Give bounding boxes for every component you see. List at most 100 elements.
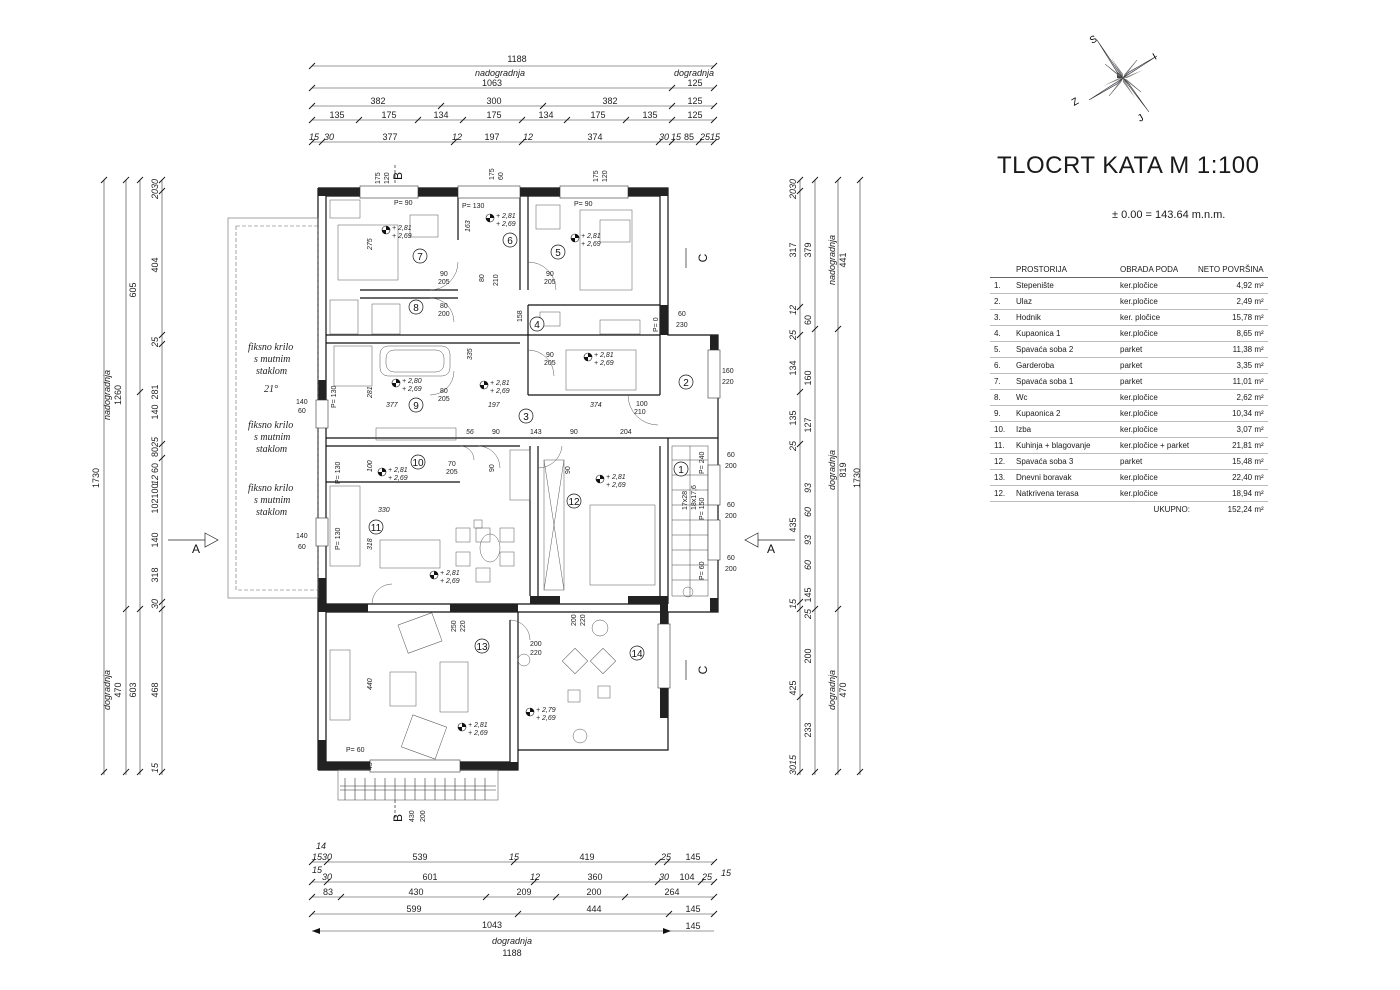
room-number: 14: [631, 649, 643, 660]
door-height: 220: [580, 614, 587, 626]
inner-dim: 90: [570, 429, 578, 436]
fixed-glass-notes: fiksno krilo s mutnim staklom 21° fiksno…: [248, 342, 293, 518]
level-upper: + 2,81: [581, 233, 601, 240]
room-numbers: 1 2 3 4 5 6 7 8 9 10 11 12 13 14: [371, 236, 689, 660]
section-b-bottom: B: [391, 814, 405, 822]
door-height: 205: [446, 469, 458, 476]
dim-right-c1: 134: [788, 360, 798, 375]
dim-top-r5: 12: [452, 132, 462, 142]
dim-top-r5: 12: [523, 132, 533, 142]
level-upper: + 2,81: [468, 722, 488, 729]
dim-bottom-r2: 15: [721, 868, 732, 878]
drawing-title: TLOCRT KATA M 1:100: [997, 152, 1260, 179]
room-number: 9: [413, 401, 419, 412]
dim-top-r4: 175: [381, 110, 396, 120]
level-lower: + 2,69: [606, 482, 626, 489]
level-lower: + 2,69: [468, 730, 488, 737]
section-a-right: A: [767, 542, 775, 556]
level-upper: + 2,79: [536, 707, 556, 714]
row-number: 7.: [990, 373, 1012, 390]
staircase: [671, 445, 709, 597]
row-net-area: 15,48 m²: [1194, 453, 1268, 470]
level-lower: + 2,69: [402, 386, 422, 393]
dim-left-c4: 140: [150, 404, 160, 419]
note-fixed-glass-1: fiksno krilo: [248, 342, 293, 353]
dim-right-c1: 135: [788, 410, 798, 425]
dim-bottom-r1: 145: [685, 852, 700, 862]
note-fixed-glass-2: staklom: [256, 444, 287, 455]
dim-top-r4: 135: [642, 110, 657, 120]
inner-dim: 45: [367, 762, 374, 770]
dim-right-c1: 160: [803, 370, 813, 385]
row-number: 1.: [990, 277, 1012, 294]
dim-right-c1: 20: [788, 189, 798, 200]
stair-step: 18x17,6: [691, 485, 698, 510]
row-net-area: 18,94 m²: [1194, 485, 1268, 502]
row-floor-finish: ker. pločice: [1116, 309, 1194, 326]
inner-dim: 377: [386, 402, 399, 409]
inner-dim: 90: [565, 466, 572, 474]
dim-bottom-r2: 25: [701, 872, 713, 882]
row-floor-finish: ker.pločice: [1116, 325, 1194, 342]
dim-bottom-r4: 145: [685, 904, 700, 914]
row-floor-finish: ker.pločice + parket: [1116, 437, 1194, 454]
dim-top-r4: 134: [433, 110, 448, 120]
window-width: 140: [296, 533, 308, 540]
dim-left-c4: 20: [150, 189, 160, 200]
row-room-name: Stepenište: [1012, 277, 1116, 294]
dim-left-c4: 281: [150, 384, 160, 399]
dim-left-c4: 30: [150, 179, 160, 189]
row-floor-finish: parket: [1116, 373, 1194, 390]
dim-bottom-r3: 83: [323, 887, 333, 897]
row-net-area: 15,78 m²: [1194, 309, 1268, 326]
level-marker: + 2,80 + 2,69: [391, 378, 422, 393]
dim-bottom-r2: 104: [679, 872, 694, 882]
row-room-name: Wc: [1012, 389, 1116, 406]
left-dimension-lines: [100, 176, 166, 776]
note-fixed-glass-1: staklom: [256, 366, 287, 377]
dim-top-r4: 175: [590, 110, 605, 120]
table-cell-empty: [1012, 502, 1116, 518]
door-height: 205: [438, 396, 450, 403]
row-room-name: Kupaonica 1: [1012, 325, 1116, 342]
section-markers: [168, 165, 795, 820]
row-floor-finish: parket: [1116, 453, 1194, 470]
dim-right-c1: 93: [803, 535, 813, 545]
dim-right-dogradnja-label: dogradnja: [827, 670, 837, 710]
inner-dim: 210: [493, 274, 500, 286]
stair-step: 17x28: [682, 491, 689, 510]
room-number: 4: [534, 320, 540, 331]
dim-bottom-r5: 145: [685, 921, 700, 931]
door-width: 70: [448, 461, 456, 468]
dim-left-c4: 25: [150, 336, 160, 348]
windows: [315, 185, 721, 773]
inner-dim: 275: [367, 238, 374, 251]
window-height: 60: [298, 408, 306, 415]
room-number: 7: [417, 252, 423, 263]
opening-labels: P= 90 P= 130 P= 90 P= 0 P= 130 P= 130 P=…: [296, 168, 737, 822]
dim-top-r5: 15: [671, 132, 682, 142]
dim-top-r5: 15: [710, 132, 721, 142]
dim-left-c4: 404: [150, 257, 160, 272]
dim-top-r5: 30: [324, 132, 334, 142]
door-width: 250: [451, 620, 458, 632]
inner-dim: 318: [367, 538, 374, 550]
inner-dim: 374: [590, 402, 602, 409]
dim-top-dogradnja-label: dogradnja: [674, 68, 714, 78]
level-lower: + 2,69: [581, 241, 601, 248]
dim-right-c1: 25: [788, 329, 798, 341]
right-dimension-texts: 1730 nadogradnja 441 dogradnja 470 dogra…: [788, 179, 862, 775]
dim-right-819: 819: [838, 462, 848, 477]
dim-top-overall: 1188: [507, 54, 526, 64]
row-number: 9.: [990, 405, 1012, 422]
table-header: OBRADA PODA: [1116, 262, 1194, 278]
row-number: 6.: [990, 357, 1012, 374]
dim-top-r5: 374: [587, 132, 602, 142]
dim-bottom-r2: 12: [530, 872, 540, 882]
row-floor-finish: ker.pločice: [1116, 485, 1194, 502]
